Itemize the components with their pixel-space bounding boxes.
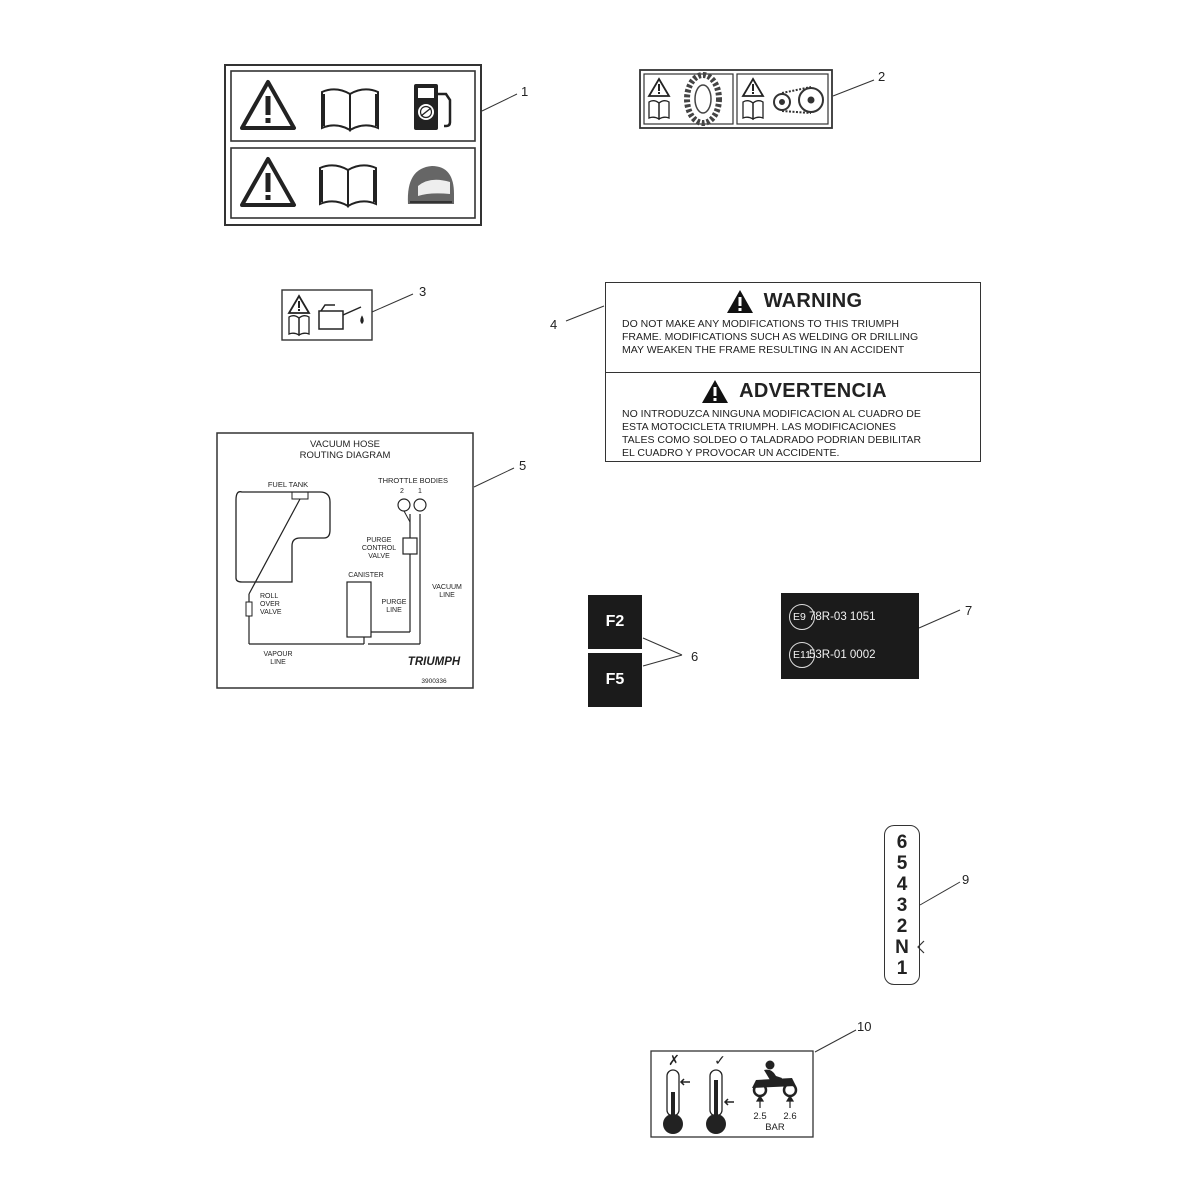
manual-book-icon: [319, 164, 377, 208]
approval-code: 53R-01 0002: [809, 649, 876, 661]
advertencia-text-line: NO INTRODUZCA NINGUNA MODIFICACION AL CU…: [622, 408, 921, 420]
vapour-line-label-1: VAPOUR: [263, 651, 292, 658]
gear-number: 3: [896, 895, 908, 916]
warm-check-mark: ✓: [714, 1052, 726, 1068]
oil-can-icon: [318, 304, 364, 330]
advertencia-text-line: TALES COMO SOLDEO O TALADRADO PODRIAN DE…: [622, 434, 922, 446]
throttle-body-1-number: 1: [418, 488, 422, 495]
callout-2: 2: [878, 69, 886, 84]
fuel-tank-outline: [235, 491, 331, 583]
purge-control-label-1: PURGE: [367, 537, 392, 544]
label-4-frame-warning: WARNING DO NOT MAKE ANY MODIFICATIONS TO…: [605, 282, 981, 462]
canister: [346, 581, 372, 638]
callout-1: 1: [521, 84, 529, 99]
fuel-pump-icon: [414, 84, 452, 130]
advertencia-text-line: ESTA MOTOCICLETA TRIUMPH. LAS MODIFICACI…: [622, 421, 897, 433]
fuel-tank-label: FUEL TANK: [268, 480, 308, 489]
gear-number: 6: [896, 832, 908, 853]
warning-triangle-icon: [647, 77, 671, 97]
label-5-vacuum-hose-diagram: VACUUM HOSE ROUTING DIAGRAM FUEL TANK RO…: [216, 432, 474, 689]
chain-sprocket-icon: [773, 86, 824, 114]
gear-number: N: [895, 937, 909, 958]
purge-control-label-3: VALVE: [368, 553, 390, 560]
gear-number: 1: [896, 958, 908, 979]
callout-7: 7: [965, 603, 973, 618]
callout-6: 6: [691, 649, 699, 664]
diagram-part-number: 3900336: [421, 678, 447, 685]
rear-tyre-pressure: 2.6: [783, 1111, 796, 1122]
warning-triangle-icon: [702, 380, 729, 403]
gear-number: 5: [896, 853, 908, 874]
purge-line-label-2: LINE: [386, 607, 402, 614]
warning-text-line: FRAME. MODIFICATIONS SUCH AS WELDING OR …: [622, 331, 919, 343]
roll-over-label-3: VALVE: [260, 609, 282, 616]
manual-book-icon: [742, 100, 764, 121]
diagram-title-line-1: VACUUM HOSE: [310, 439, 380, 450]
manual-book-icon: [321, 88, 379, 132]
approval-row: E9 78R-03 1051: [789, 604, 876, 630]
triumph-logo: TRIUMPH: [408, 656, 461, 668]
hose-routing: [248, 498, 421, 645]
gear-number: 2: [896, 916, 908, 937]
label-2-tyre-chain: [639, 69, 833, 129]
thermometer-cold-icon: [663, 1069, 690, 1134]
roll-over-label-2: OVER: [260, 601, 280, 608]
vacuum-line-label-2: LINE: [439, 592, 455, 599]
label-9-gear-pattern: 6 5 4 3 2 N 1: [884, 825, 920, 985]
front-tyre-pressure: 2.5: [753, 1111, 766, 1122]
roll-over-label-1: ROLL: [260, 593, 278, 600]
warning-triangle-icon: [741, 77, 765, 97]
label-7-approval-codes: E9 78R-03 1051 E11 53R-01 0002: [781, 593, 919, 679]
approval-mark: E11: [789, 642, 815, 668]
purge-control-label-2: CONTROL: [362, 545, 396, 552]
throttle-body-2: [397, 498, 411, 512]
throttle-body-2-number: 2: [400, 488, 404, 495]
manual-book-icon: [648, 100, 670, 121]
throttle-body-1: [413, 498, 427, 512]
purge-line-label-1: PURGE: [382, 599, 407, 606]
approval-row: E11 53R-01 0002: [789, 642, 876, 668]
canister-label: CANISTER: [348, 572, 383, 579]
callout-10: 10: [857, 1019, 872, 1034]
neutral-pointer-icon: [917, 940, 925, 954]
label-1-warning-pictograms: [224, 64, 482, 226]
cold-cross-mark: ✗: [668, 1052, 680, 1068]
warning-triangle-icon: [726, 290, 753, 313]
warning-triangle-icon: [287, 294, 311, 314]
advertencia-text-line: EL CUADRO Y PROVOCAR UN ACCIDENTE.: [622, 447, 840, 459]
warning-triangle-icon: [240, 80, 296, 130]
pressure-arrows: [755, 1094, 795, 1108]
warning-text-line: DO NOT MAKE ANY MODIFICATIONS TO THIS TR…: [622, 318, 899, 330]
diagram-title-line-2: ROUTING DIAGRAM: [300, 450, 391, 461]
throttle-bodies-label: THROTTLE BODIES: [378, 476, 448, 485]
tyre-icon: [684, 72, 722, 126]
warning-spanish: ADVERTENCIA NO INTRODUZCA NINGUNA MODIFI…: [606, 372, 980, 461]
thermometer-warm-icon: [706, 1069, 734, 1134]
warning-heading: WARNING: [763, 290, 863, 312]
purge-control-valve: [402, 537, 418, 555]
fuse-label-f2: F2: [588, 595, 642, 649]
pressure-unit: BAR: [765, 1122, 785, 1133]
advertencia-heading: ADVERTENCIA: [739, 380, 887, 402]
callout-3: 3: [419, 284, 427, 299]
roll-over-valve: [245, 601, 253, 617]
callout-9: 9: [962, 872, 970, 887]
warning-triangle-icon: [240, 157, 296, 207]
warning-english: WARNING DO NOT MAKE ANY MODIFICATIONS TO…: [606, 283, 980, 372]
warning-text-line: MAY WEAKEN THE FRAME RESULTING IN AN ACC…: [622, 344, 905, 356]
label-10-tyre-pressure: ✗ ✓ 2.5 2.6 BAR: [650, 1050, 814, 1138]
label-3-oil: [281, 289, 373, 341]
vapour-line-label-2: LINE: [270, 659, 286, 666]
approval-mark: E9: [789, 604, 815, 630]
approval-code: 78R-03 1051: [809, 611, 876, 623]
helmet-icon: [407, 166, 454, 204]
callout-5: 5: [519, 458, 527, 473]
fuse-label-f5: F5: [588, 653, 642, 707]
gear-number: 4: [896, 874, 908, 895]
callout-4: 4: [550, 317, 558, 332]
manual-book-icon: [288, 315, 310, 337]
vacuum-line-label-1: VACUUM: [432, 584, 462, 591]
